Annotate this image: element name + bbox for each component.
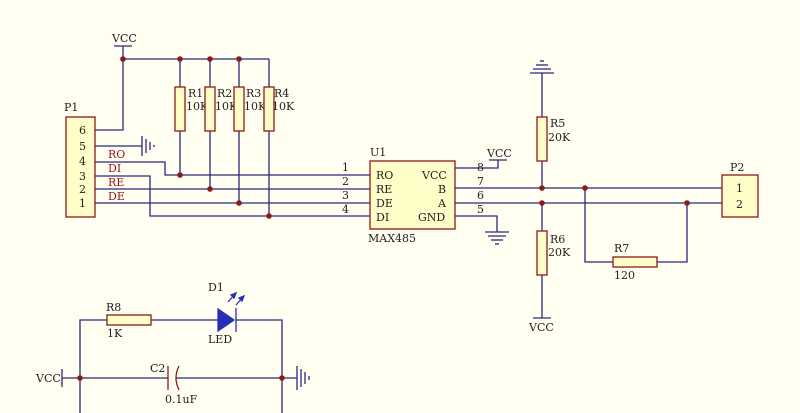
svg-text:3: 3 bbox=[342, 189, 349, 202]
svg-text:VCC: VCC bbox=[421, 169, 447, 182]
svg-text:1K: 1K bbox=[107, 327, 123, 340]
svg-text:1: 1 bbox=[736, 182, 743, 195]
capacitor-c2: C2 0.1uF bbox=[150, 362, 198, 406]
svg-text:7: 7 bbox=[477, 175, 484, 188]
svg-text:2: 2 bbox=[736, 198, 743, 211]
svg-text:R8: R8 bbox=[106, 301, 121, 314]
svg-text:D1: D1 bbox=[208, 281, 224, 294]
vcc-symbol-led: VCC bbox=[35, 369, 63, 387]
svg-text:6: 6 bbox=[79, 124, 86, 137]
svg-text:C2: C2 bbox=[150, 362, 165, 375]
svg-text:VCC: VCC bbox=[486, 147, 512, 160]
ic-u1-max485: U1 1 2 3 4 RO RE DE DI VCC B A GND 8 7 6… bbox=[342, 146, 484, 245]
svg-text:3: 3 bbox=[79, 170, 86, 183]
svg-text:10K: 10K bbox=[244, 100, 267, 113]
svg-text:1: 1 bbox=[79, 197, 86, 210]
svg-text:R1: R1 bbox=[188, 87, 203, 100]
resistor-r8: R8 1K bbox=[106, 301, 152, 340]
svg-text:VCC: VCC bbox=[111, 32, 137, 45]
resistor-r5: R5 20K bbox=[536, 116, 571, 162]
junctions bbox=[77, 56, 690, 381]
resistor-r7: R7 120 bbox=[612, 242, 658, 282]
svg-text:10K: 10K bbox=[186, 100, 209, 113]
svg-text:DI: DI bbox=[376, 211, 389, 224]
svg-text:2: 2 bbox=[79, 183, 86, 196]
svg-text:1: 1 bbox=[342, 161, 349, 174]
connector-p2: P2 1 2 bbox=[721, 161, 759, 218]
ground-symbol-p1 bbox=[141, 136, 155, 156]
svg-text:20K: 20K bbox=[548, 246, 571, 259]
svg-text:B: B bbox=[438, 183, 446, 196]
svg-text:R7: R7 bbox=[614, 242, 629, 255]
svg-text:RE: RE bbox=[376, 183, 392, 196]
svg-text:2: 2 bbox=[342, 175, 349, 188]
resistor-r3: R3 10K bbox=[233, 86, 267, 132]
svg-text:R3: R3 bbox=[246, 87, 261, 100]
ground-symbol-u1 bbox=[485, 231, 509, 245]
svg-text:A: A bbox=[437, 197, 447, 210]
resistor-r6: R6 20K bbox=[536, 230, 571, 276]
svg-text:U1: U1 bbox=[370, 146, 386, 159]
svg-text:10K: 10K bbox=[215, 100, 238, 113]
svg-text:R5: R5 bbox=[550, 117, 565, 130]
vcc-symbol-u1: VCC bbox=[486, 147, 512, 161]
svg-text:VCC: VCC bbox=[528, 321, 554, 334]
svg-text:R6: R6 bbox=[550, 233, 565, 246]
wires bbox=[62, 46, 722, 413]
svg-text:DI: DI bbox=[108, 162, 121, 175]
svg-text:0.1uF: 0.1uF bbox=[165, 393, 198, 406]
svg-text:R4: R4 bbox=[274, 87, 289, 100]
vcc-symbol-top: VCC bbox=[111, 32, 137, 47]
svg-text:5: 5 bbox=[79, 140, 86, 153]
connector-p1: P1 6 5 4 3 2 1 bbox=[64, 101, 96, 218]
resistor-r1: R1 10K bbox=[174, 86, 209, 132]
svg-text:8: 8 bbox=[477, 161, 484, 174]
svg-text:MAX485: MAX485 bbox=[368, 232, 416, 245]
svg-text:RE: RE bbox=[108, 176, 124, 189]
svg-text:GND: GND bbox=[418, 211, 445, 224]
svg-text:RO: RO bbox=[108, 148, 125, 161]
svg-text:20K: 20K bbox=[548, 131, 571, 144]
p1-net-labels: RO DI RE DE bbox=[108, 148, 125, 203]
resistor-r2: R2 10K bbox=[204, 86, 238, 132]
resistor-r4: R4 10K bbox=[263, 86, 295, 132]
svg-text:P1: P1 bbox=[64, 101, 78, 114]
svg-text:LED: LED bbox=[208, 333, 232, 346]
svg-text:VCC: VCC bbox=[35, 372, 61, 385]
svg-text:DE: DE bbox=[376, 197, 393, 210]
ground-symbol-r5 bbox=[530, 60, 554, 74]
svg-text:10K: 10K bbox=[272, 100, 295, 113]
svg-text:120: 120 bbox=[614, 269, 635, 282]
svg-text:5: 5 bbox=[477, 203, 484, 216]
ground-symbol-cap bbox=[296, 366, 310, 390]
vcc-symbol-r6: VCC bbox=[528, 317, 554, 334]
svg-text:6: 6 bbox=[477, 189, 484, 202]
svg-text:4: 4 bbox=[342, 203, 349, 216]
svg-text:4: 4 bbox=[79, 155, 86, 168]
svg-text:R2: R2 bbox=[217, 87, 232, 100]
svg-text:P2: P2 bbox=[730, 161, 744, 174]
led-d1: D1 LED bbox=[208, 281, 246, 346]
svg-text:RO: RO bbox=[376, 169, 393, 182]
svg-text:DE: DE bbox=[108, 190, 125, 203]
